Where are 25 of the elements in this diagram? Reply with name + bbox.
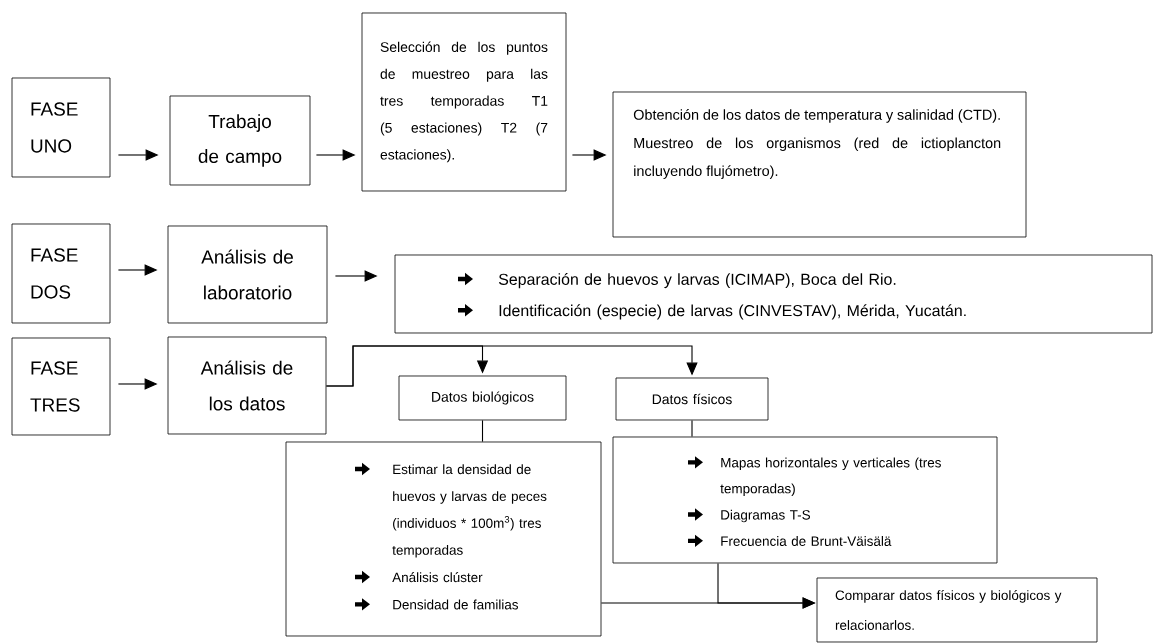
text-box: Selección de los puntos de muestreo para las tres temporadas T1 (5 estaciones) T2 (7 estaciones). [361, 12, 567, 192]
paragraph: Obtención de los datos de temperatura y salinidad (CTD). [633, 109, 1000, 123]
list-box [612, 436, 998, 564]
list-item: Identificación (especie) de larvas (CINVESTAV), Mérida, Yucatán. [499, 304, 966, 320]
text-box: Comparar datos físicos y biológicos y relacionarlos. [816, 577, 1098, 643]
process-box: Datos biológicos [398, 375, 567, 421]
list-item: Mapas horizontales y verticales (tres temporadas) [720, 457, 941, 496]
list-item: Frecuencia de Brunt-Väisälä [721, 536, 892, 546]
list-item: Separación de huevos y larvas (ICIMAP), Boca del Rio. [498, 273, 896, 289]
list-box [285, 441, 602, 637]
text-box [612, 91, 1027, 238]
process-box: Análisis de laboratorio [167, 225, 328, 324]
list-item: Densidad de familias [393, 599, 518, 610]
list-item: Estimar la densidad de huevos y larvas de peces (individuos * 100m$^{3}$) tres temporadas [392, 464, 547, 558]
process-box: Análisis de los datos [167, 336, 327, 435]
phase-box: FASE TRES [11, 337, 111, 436]
list-box [394, 254, 1153, 334]
process-box: Datos físicos [615, 377, 769, 421]
phase-box: FASE DOS [11, 223, 111, 324]
list-item: Análisis clúster [392, 572, 483, 583]
phase-box: FASE UNO [11, 77, 111, 178]
paragraph: Muestreo de los organismos (red de ictioplancton incluyendo flujómetro). [634, 137, 1001, 179]
arrow [325, 345, 698, 387]
process-box: Trabajo de campo [169, 95, 311, 186]
list-item: Diagramas T-S [721, 509, 811, 523]
